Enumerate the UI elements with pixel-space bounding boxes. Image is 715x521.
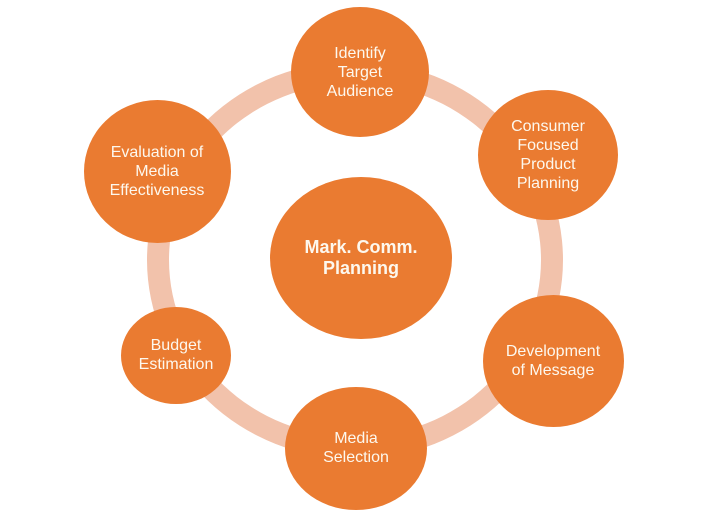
node-media-selection: Media Selection — [285, 386, 427, 510]
node-label: Development of Message — [505, 343, 601, 379]
node-label: Identify Target Audience — [326, 44, 394, 100]
node-label: Budget Estimation — [138, 337, 214, 373]
center-node-label: Mark. Comm. Planning — [304, 237, 418, 278]
node-label: Consumer Focused Product Planning — [511, 118, 585, 192]
node-development-of-message: Development of Message — [482, 295, 624, 427]
node-consumer-focused-product-planning: Consumer Focused Product Planning — [478, 90, 618, 220]
node-evaluation-of-media-effectiveness: Evaluation of Media Effectiveness — [83, 99, 231, 243]
center-node-mark-comm-planning: Mark. Comm. Planning — [270, 177, 452, 339]
node-budget-estimation: Budget Estimation — [121, 306, 231, 404]
node-label: Media Selection — [323, 430, 389, 466]
node-label: Evaluation of Media Effectiveness — [109, 143, 205, 199]
node-identify-target-audience: Identify Target Audience — [291, 7, 429, 137]
